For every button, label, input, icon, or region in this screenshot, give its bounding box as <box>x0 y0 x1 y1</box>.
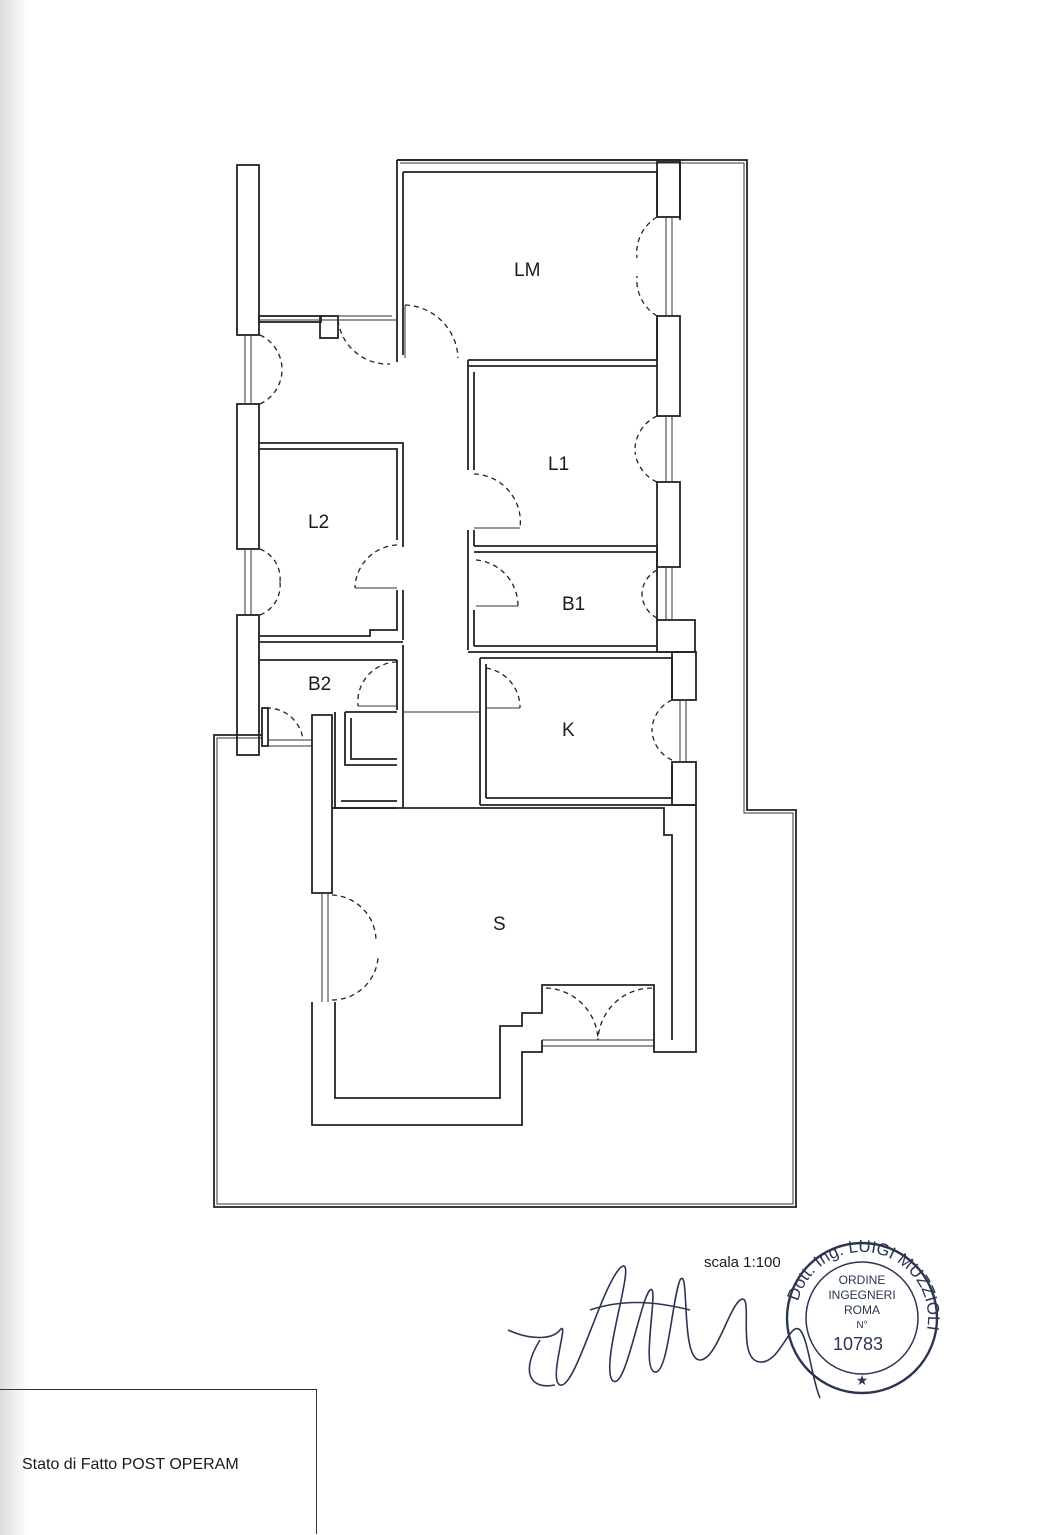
room-label-b2: B2 <box>308 674 331 695</box>
door-swing <box>357 661 398 707</box>
door-swing <box>636 216 658 259</box>
terrace-outline <box>213 159 797 1208</box>
wall-segment <box>236 164 260 336</box>
room-label-lm: LM <box>514 260 540 281</box>
door-swing <box>265 707 304 741</box>
door-swing <box>259 581 281 616</box>
door-swing <box>331 894 377 941</box>
room-label-l2: L2 <box>308 512 329 533</box>
door-swing <box>634 415 658 449</box>
wall-segment <box>671 651 697 701</box>
door-swing <box>404 304 459 359</box>
door-swing <box>259 548 281 583</box>
door-swing <box>597 987 653 1041</box>
room-lm-walls <box>396 159 681 470</box>
room-s-walls-outer <box>311 805 697 1126</box>
door-swing <box>331 957 379 1001</box>
door-swing <box>641 569 658 597</box>
title-block: Stato di Fatto POST OPERAM <box>0 1389 317 1534</box>
door-swing <box>651 699 673 731</box>
door-swing <box>475 559 519 607</box>
door-swing <box>354 544 398 589</box>
wall-segment <box>236 403 260 550</box>
stamp-line-2: INGEGNERI <box>828 1288 895 1302</box>
room-s-walls <box>311 714 333 894</box>
room-label-k: K <box>562 720 575 741</box>
wall-segment <box>656 619 696 653</box>
room-b2-walls <box>259 645 404 809</box>
terrace-outline-inner <box>216 162 794 1205</box>
room-k-walls <box>479 657 696 806</box>
title-block-label: Stato di Fatto POST OPERAM <box>22 1456 239 1473</box>
wall-segment <box>261 707 269 747</box>
door-swing <box>545 987 599 1041</box>
wall-segment <box>236 614 260 756</box>
room-l2-walls <box>259 442 404 643</box>
wall-segment <box>258 315 322 323</box>
wall-segment <box>656 481 681 568</box>
door-swing <box>259 369 283 405</box>
room-label-s: S <box>493 914 506 935</box>
door-swing <box>641 595 658 619</box>
room-l1-walls <box>467 365 658 650</box>
stamp-line-1: ORDINE <box>839 1273 886 1287</box>
signature <box>507 1265 821 1399</box>
stamp-line-4: N° <box>856 1320 867 1331</box>
door-swing <box>259 334 283 371</box>
door-swing <box>473 473 522 529</box>
door-swing <box>651 729 673 761</box>
door-swing <box>485 667 521 709</box>
wall-segment <box>656 161 681 218</box>
scan-shadow <box>0 0 30 1535</box>
wall-segment <box>671 761 697 806</box>
stamp-line-3: ROMA <box>844 1303 880 1317</box>
stamp-star-icon: ★ <box>856 1372 869 1388</box>
room-label-l1: L1 <box>548 454 569 475</box>
wall-segment <box>319 315 339 339</box>
door-swing <box>634 451 658 483</box>
door-swing <box>337 319 391 365</box>
wall-segment <box>656 315 681 417</box>
stamp-number: 10783 <box>833 1334 883 1354</box>
door-swing <box>636 275 658 317</box>
room-label-b1: B1 <box>562 594 585 615</box>
room-b1-walls <box>468 551 680 653</box>
engineer-stamp: Dott. Ing. LUIGI MUZZIOLI ORDINE INGEGNE… <box>784 1237 943 1395</box>
scale-label: scala 1:100 <box>704 1254 781 1271</box>
